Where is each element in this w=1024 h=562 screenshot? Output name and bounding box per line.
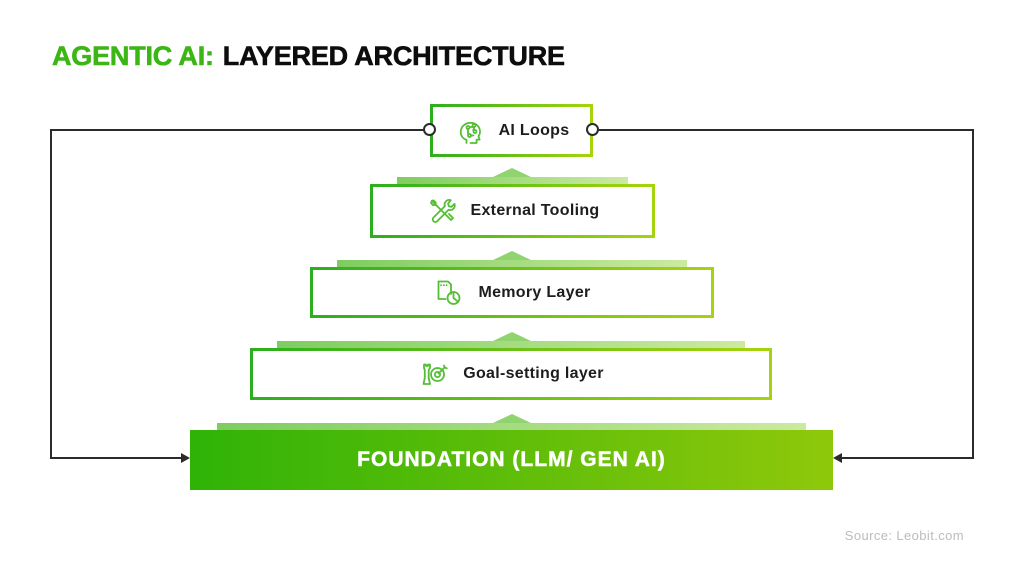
ai-head-circuit-icon — [454, 115, 486, 147]
layer-box-external-tooling: External Tooling — [370, 184, 655, 238]
platform-peak-goal-setting-icon — [493, 332, 531, 341]
platform-edge-memory-layer — [337, 260, 687, 267]
connector-left-top — [50, 129, 430, 131]
source-note: Source: Leobit.com — [844, 528, 964, 543]
connector-left-bottom — [50, 457, 182, 459]
layer-box-ai-loops: AI Loops — [430, 104, 593, 157]
node-dot-right-icon — [586, 123, 599, 136]
layer-label: External Tooling — [470, 202, 600, 219]
connector-right-top — [593, 129, 974, 131]
platform-edge-goal-setting — [277, 341, 745, 348]
layer-label: Memory Layer — [478, 283, 591, 301]
page-title: AGENTIC AI:LAYERED ARCHITECTURE — [52, 41, 566, 72]
title-rest: LAYERED ARCHITECTURE — [222, 41, 565, 72]
connector-right-bottom — [842, 457, 974, 459]
memory-pie-icon — [433, 277, 465, 309]
layer-box-memory-layer: Memory Layer — [310, 267, 714, 318]
platform-peak-memory-layer-icon — [493, 251, 531, 260]
layer-box-goal-setting: Goal-setting layer — [250, 348, 772, 400]
platform-edge-external-tooling — [397, 177, 628, 184]
node-dot-left-icon — [423, 123, 436, 136]
connector-left-vertical — [50, 129, 52, 459]
platform-peak-external-tooling-icon — [493, 168, 531, 177]
title-highlight: AGENTIC AI: — [52, 41, 215, 72]
arrowhead-into-foundation-left-icon — [181, 453, 190, 463]
platform-edge-foundation — [217, 423, 806, 430]
tools-icon — [426, 195, 458, 227]
layer-label: Goal-setting layer — [463, 365, 604, 382]
connector-right-vertical — [972, 129, 974, 459]
foundation-label: FOUNDATION (LLM/ GEN AI) — [357, 448, 666, 472]
platform-peak-foundation-icon — [493, 414, 531, 423]
layer-label: AI Loops — [498, 121, 570, 139]
foundation-bar: FOUNDATION (LLM/ GEN AI) — [190, 430, 833, 490]
arrowhead-into-foundation-right-icon — [833, 453, 842, 463]
goal-target-icon — [418, 358, 450, 390]
